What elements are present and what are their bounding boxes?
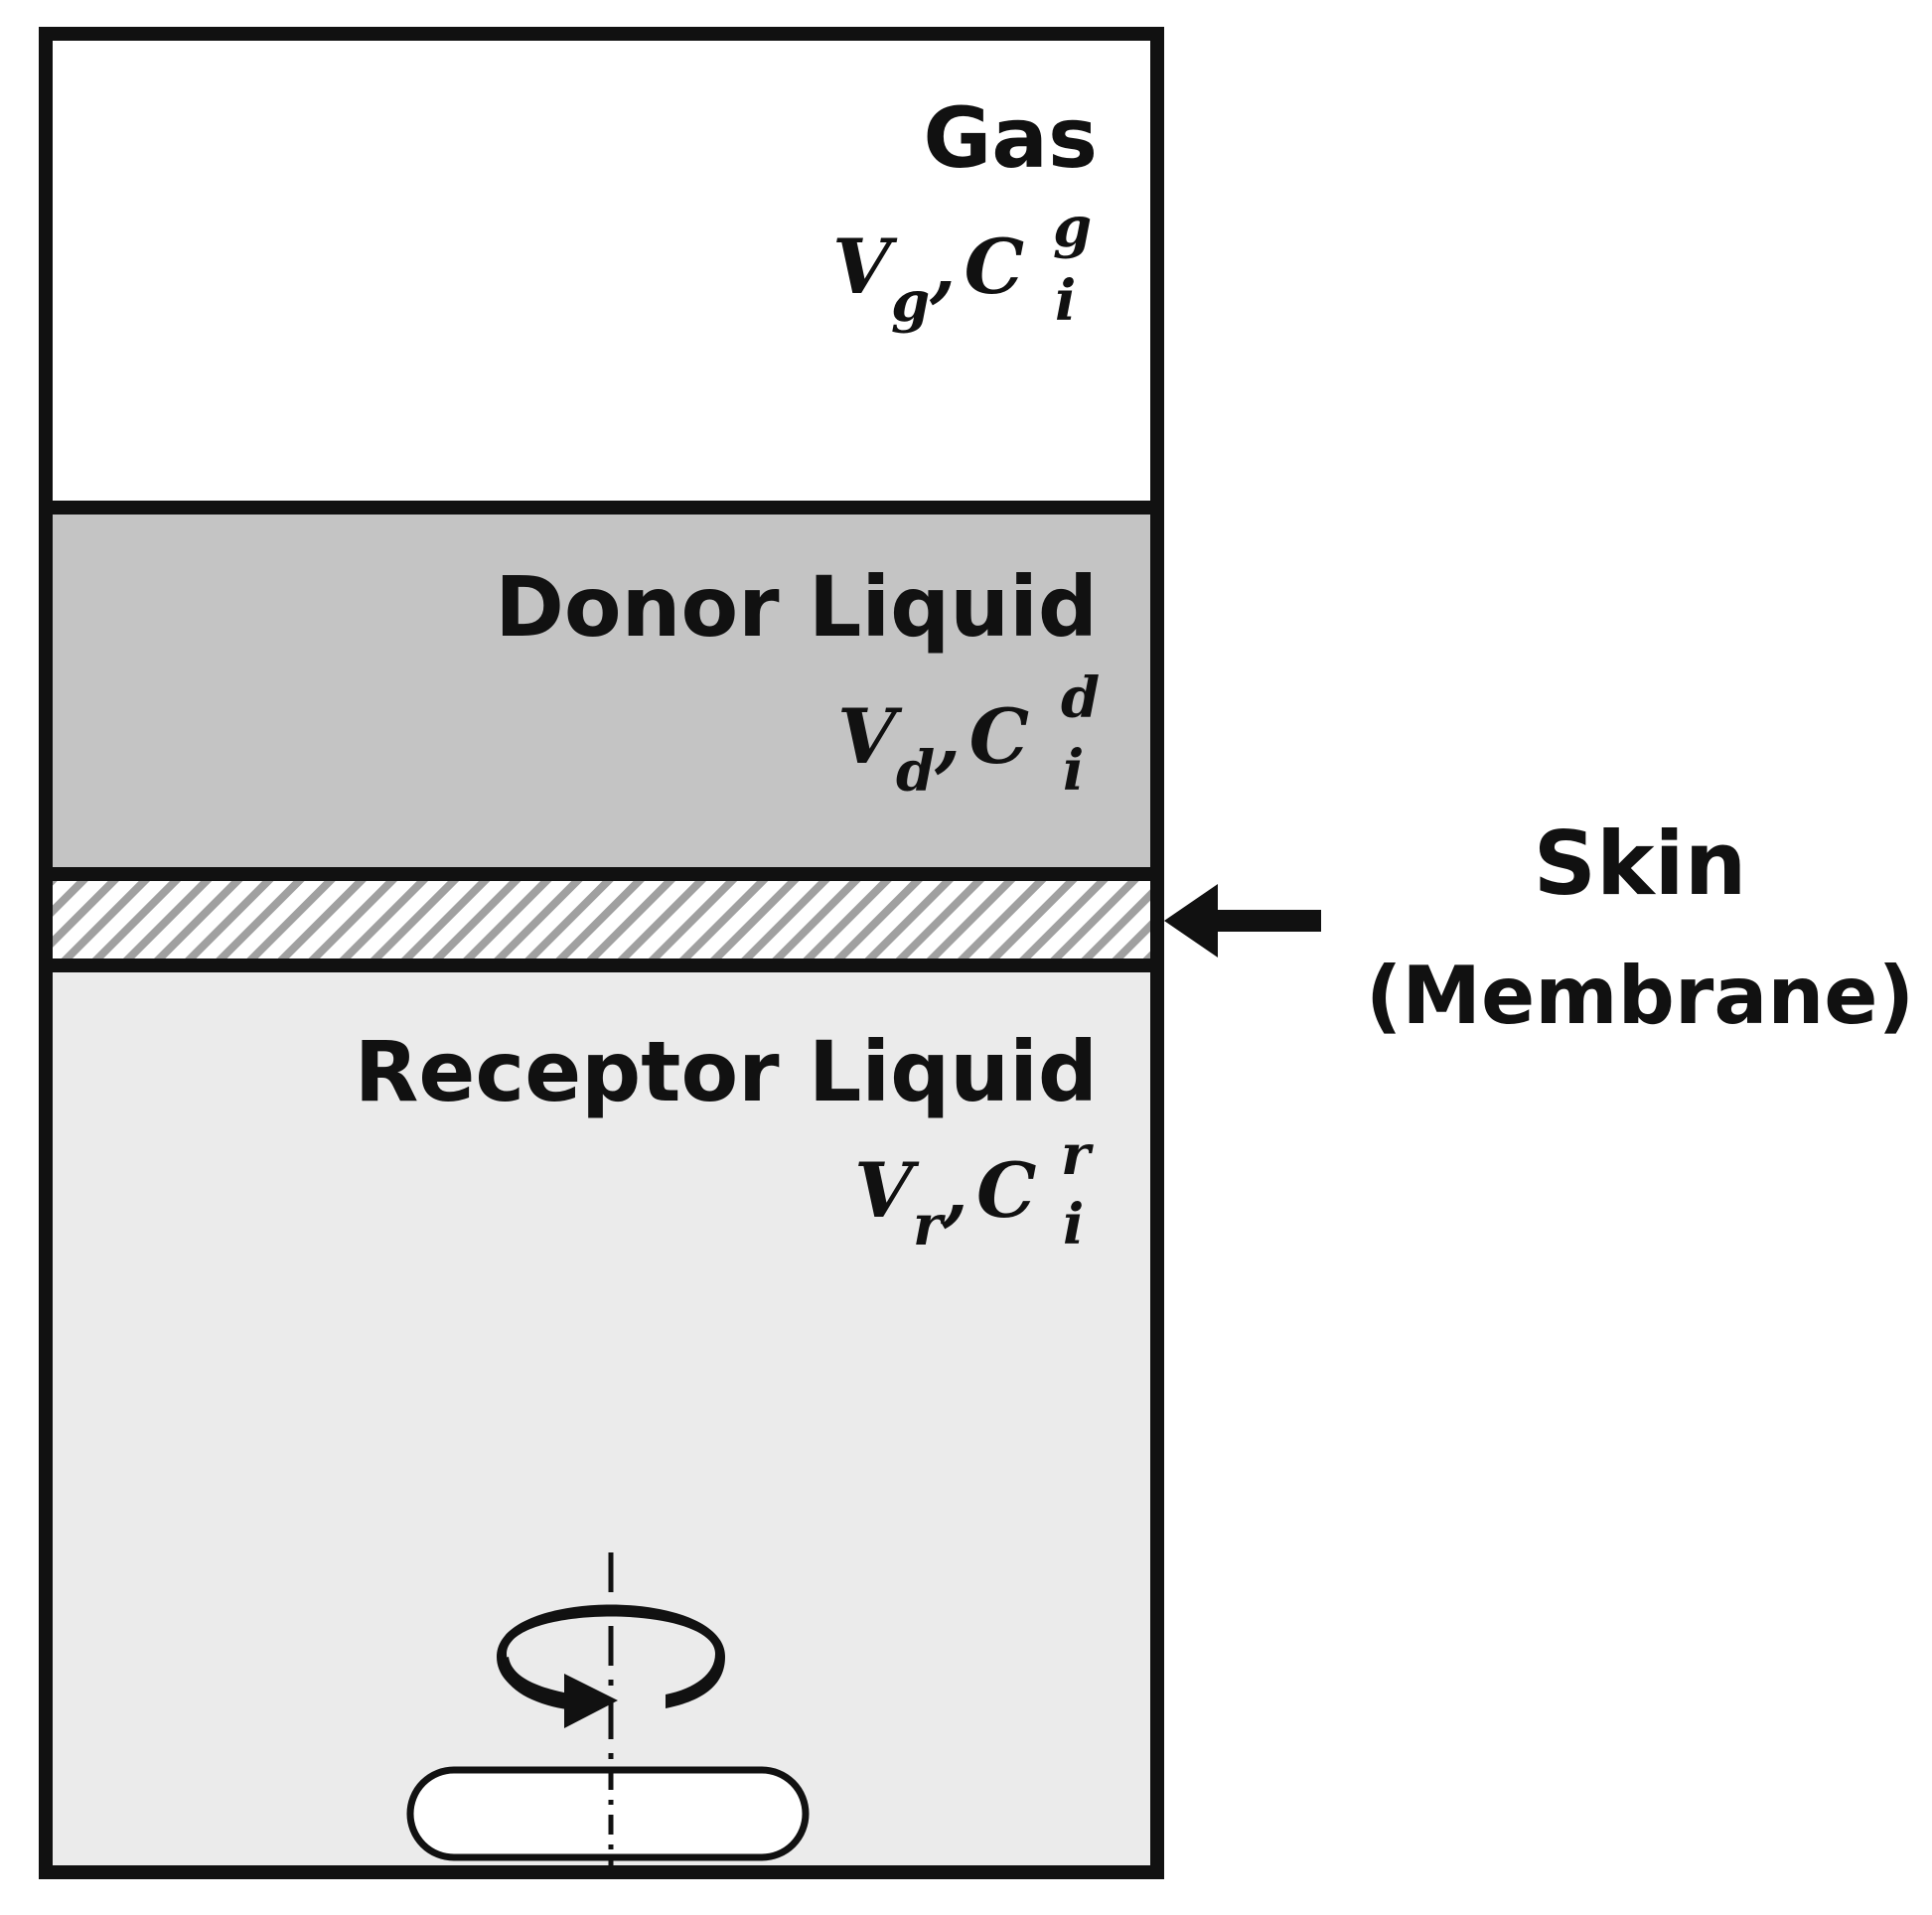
svg-text:i: i xyxy=(1063,1192,1084,1257)
gas-compartment xyxy=(51,39,1152,508)
receptor-liquid-compartment xyxy=(51,970,1152,1867)
gas-title: Gas xyxy=(923,89,1098,187)
gas-symbol: Vg,C g i xyxy=(832,195,1092,335)
svg-text:i: i xyxy=(1055,268,1076,334)
svg-text:Vg,C: Vg,C xyxy=(832,222,1024,335)
svg-text:Vr,C: Vr,C xyxy=(854,1146,1036,1258)
skin-pointer-arrow-icon xyxy=(1164,884,1321,958)
skin-label: Skin xyxy=(1534,812,1747,915)
svg-text:g: g xyxy=(1053,195,1092,260)
svg-text:r: r xyxy=(1061,1122,1094,1188)
rotation-arrow-icon xyxy=(497,1604,725,1728)
cell-outline xyxy=(39,27,1164,1879)
donor-liquid-compartment xyxy=(51,508,1152,869)
stir-bar xyxy=(406,1766,810,1861)
svg-text:i: i xyxy=(1063,738,1084,804)
skin-membrane-layer xyxy=(51,879,1152,958)
donor-title: Donor Liquid xyxy=(495,558,1098,656)
membrane-label: (Membrane) xyxy=(1366,950,1914,1042)
donor-symbol: Vd,C d i xyxy=(837,665,1100,805)
svg-text:d: d xyxy=(1061,665,1100,731)
receptor-title: Receptor Liquid xyxy=(355,1023,1098,1120)
svg-text:Vd,C: Vd,C xyxy=(837,692,1029,805)
receptor-symbol: Vr,C r i xyxy=(854,1122,1094,1258)
